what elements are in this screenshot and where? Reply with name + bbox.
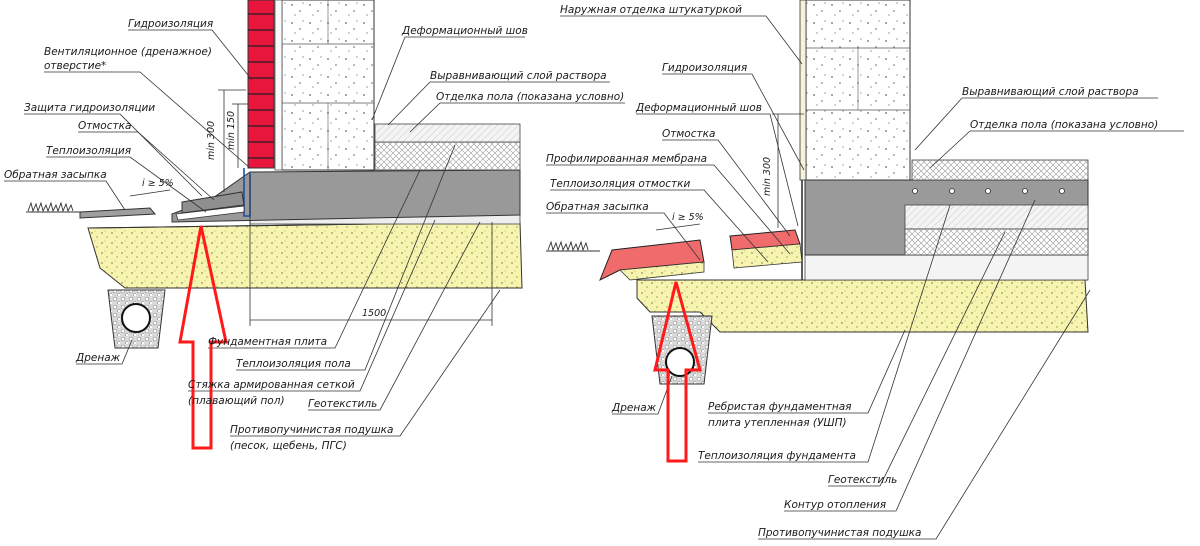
label-left-cushion1: Противопучинистая подушка — [230, 424, 393, 436]
label-right-floor: Отделка пола (показана условно) — [970, 119, 1158, 131]
label-right-drain: Дренаж — [611, 402, 657, 414]
label-right-ushp1: Ребристая фундаментная — [708, 401, 851, 413]
label-left-screed2: (плавающий пол) — [188, 395, 285, 407]
dim-left-width: 1500 — [362, 308, 386, 319]
label-right-found-ins: Теплоизоляция фундамента — [698, 450, 856, 462]
label-right-backfill: Обратная засыпка — [546, 201, 649, 213]
label-left-floor-ins: Теплоизоляция пола — [236, 358, 351, 370]
right-found-insulation — [804, 254, 1089, 281]
right-leaders — [546, 15, 1184, 540]
right-drain — [651, 315, 713, 385]
left-floor-finish — [374, 123, 521, 143]
left-otmostka — [79, 207, 157, 219]
label-left-otmostka: Отмостка — [78, 120, 131, 132]
right-red-arrow — [653, 281, 702, 463]
left-diagram: Гидроизоляция Вентиляционное (дренажное)… — [4, 0, 625, 452]
label-left-drain: Дренаж — [75, 352, 121, 364]
label-left-vent2: отверстие* — [44, 60, 106, 72]
label-left-geo: Геотекстиль — [308, 398, 377, 410]
label-right-level: Выравнивающий слой раствора — [962, 86, 1139, 98]
label-right-otmostka: Отмостка — [662, 128, 715, 140]
label-right-cushion: Противопучинистая подушка — [758, 527, 921, 539]
label-left-backfill: Обратная засыпка — [4, 169, 107, 181]
left-red-arrow — [178, 225, 228, 450]
label-left-floor: Отделка пола (показана условно) — [436, 91, 624, 103]
label-left-joint: Деформационный шов — [401, 25, 528, 37]
right-heating-pipes — [912, 188, 1065, 194]
dim-left-min300: min 300 — [206, 121, 217, 160]
right-diagram: Наружная отделка штукатуркой Гидроизоляц… — [546, 0, 1184, 540]
left-brick-facing — [247, 0, 275, 169]
dim-right-min300: min 300 — [762, 157, 773, 196]
left-leaders — [4, 29, 625, 437]
label-left-slab: Фундаментная плита — [208, 336, 327, 348]
label-left-hydro: Гидроизоляция — [128, 18, 213, 30]
label-right-plaster: Наружная отделка штукатуркой — [560, 4, 742, 16]
label-right-joint: Деформационный шов — [635, 102, 762, 114]
dim-left-slope: i ≥ 5% — [142, 178, 174, 189]
right-floor-finish — [911, 159, 1089, 181]
label-left-cushion2: (песок, щебень, ПГС) — [230, 440, 347, 452]
label-right-hydro: Гидроизоляция — [662, 62, 747, 74]
label-left-insul: Теплоизоляция — [46, 145, 131, 157]
label-left-vent1: Вентиляционное (дренажное) — [44, 46, 212, 58]
label-right-geo: Геотекстиль — [828, 474, 897, 486]
left-drain — [107, 289, 166, 349]
label-left-level: Выравнивающий слой раствора — [430, 70, 607, 82]
label-right-membrane: Профилированная мембрана — [546, 153, 707, 165]
left-screed — [374, 141, 521, 171]
dim-left-min150: min 150 — [226, 111, 237, 150]
label-right-heating: Контур отопления — [784, 499, 886, 511]
dim-right-slope: i ≥ 5% — [672, 212, 704, 223]
label-left-protect: Защита гидроизоляции — [24, 102, 155, 114]
label-left-screed1: Стяжка армированная сеткой — [188, 379, 355, 391]
left-sand-cushion — [87, 221, 523, 289]
label-right-ushp2: плита утепленная (УШП) — [708, 417, 847, 429]
label-right-otm-ins: Теплоизоляция отмостки — [550, 178, 690, 190]
